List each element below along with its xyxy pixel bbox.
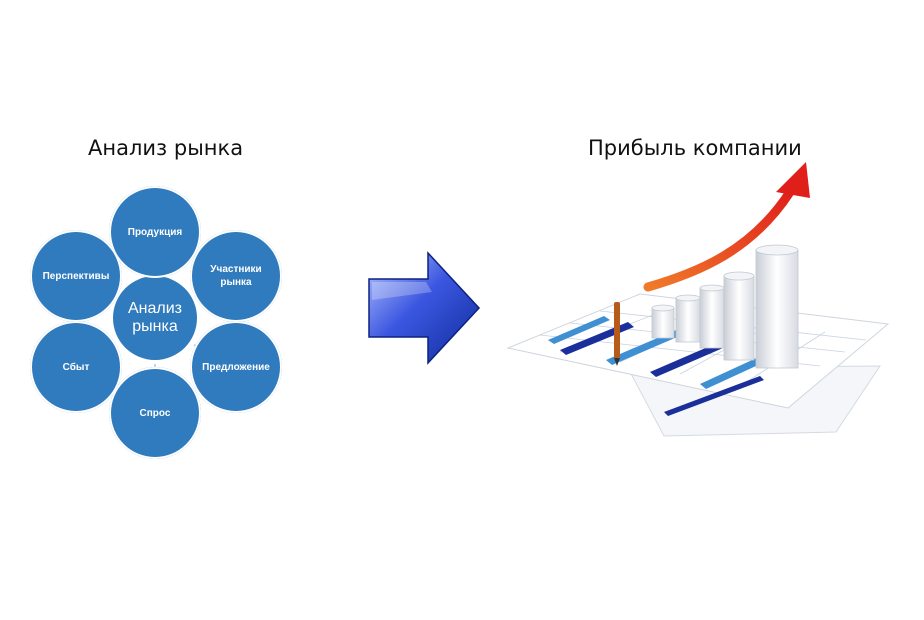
node-supply: Предложение (190, 321, 282, 413)
node-market-participants: Участники рынка (190, 230, 282, 322)
node-prospects: Перспективы (30, 230, 122, 322)
node-label: Спрос (139, 407, 171, 419)
node-label: Продукция (127, 226, 183, 238)
node-demand: Спрос (109, 367, 201, 459)
center-node-line: Анализ (127, 299, 182, 317)
node-label: Предложение (202, 361, 270, 373)
center-node: Анализ рынка (113, 276, 197, 360)
node-label: Перспективы (42, 270, 110, 282)
node-label: Участники (210, 264, 262, 275)
node-product: Продукция (109, 186, 201, 278)
left-title: Анализ рынка (88, 136, 244, 160)
node-label: Сбыт (62, 361, 90, 373)
right-title: Прибыль компании (588, 136, 802, 160)
node-sales: Сбыт (30, 321, 122, 413)
center-node-line: рынка (132, 318, 178, 335)
node-label: рынка (220, 277, 252, 288)
